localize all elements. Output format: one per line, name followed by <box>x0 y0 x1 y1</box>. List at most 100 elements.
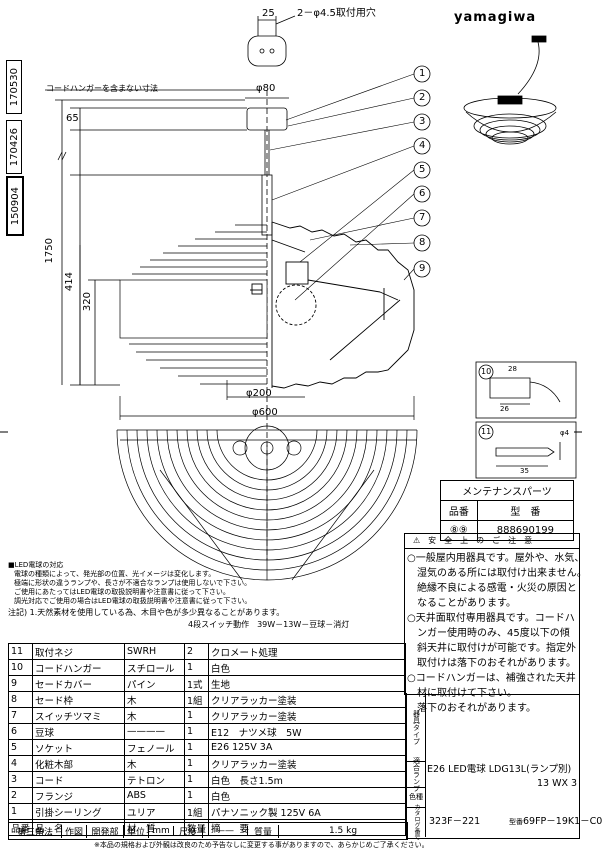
switch-note: 4段スイッチ動作 39W－13W－豆球－消灯 <box>188 620 350 629</box>
parts-cell-mat: スチロール <box>124 659 186 676</box>
callout-6: 6 <box>419 188 426 199</box>
cord-note: コードハンガーを含まない寸法 <box>46 84 158 93</box>
parts-cell-name: セード枠 <box>32 691 126 708</box>
parts-cell-name: フランジ <box>32 787 126 804</box>
parts-cell-name: 化粧木部 <box>32 755 126 772</box>
footer-drawn: 作図 <box>62 824 87 838</box>
dim-26: 26 <box>500 405 509 413</box>
parts-cell-qty: 1 <box>184 707 210 724</box>
parts-cell-qty: 1 <box>184 787 210 804</box>
mounting-holes-dim: 2－φ4.5取付用穴 <box>297 8 376 19</box>
caution-line: ○一般屋内用器具です。屋外や、水気、 <box>407 553 585 564</box>
callout-5: 5 <box>419 164 426 175</box>
parts-cell-no: 3 <box>7 771 34 788</box>
catalog-value: 323F－221 <box>429 816 481 827</box>
dim-d80: φ80 <box>256 83 276 94</box>
callout-8: 8 <box>419 237 426 248</box>
lamp-label: 適合ランプ <box>412 756 421 792</box>
parts-cell-qty: 2 <box>184 643 210 660</box>
led-note-line: 調光対応でご使用の場合はLED電球の取扱説明書や注意書に従って下さい。 <box>14 597 252 605</box>
model-label: 型番 <box>509 818 523 826</box>
parts-cell-qty: 1式 <box>184 675 210 692</box>
parts-cell-note: クリアラッカー塗装 <box>208 691 406 708</box>
caution-line: 湿気のある所には取付け出来ません。 <box>407 568 587 579</box>
dim-28: 28 <box>508 365 517 373</box>
parts-cell-no: 9 <box>7 675 34 692</box>
side-code-box: 170530 <box>6 60 22 114</box>
maintenance-col1: 品番 <box>440 500 478 521</box>
parts-cell-name: スイッチツマミ <box>32 707 126 724</box>
plan-view <box>116 425 418 581</box>
parts-cell-note: 生地 <box>208 675 406 692</box>
parts-cell-mat: フェノール <box>124 739 186 756</box>
side-code-box: 150904 <box>6 176 24 236</box>
dim-414: 414 <box>64 272 75 292</box>
parts-cell-no: 2 <box>7 787 34 804</box>
parts-cell-mat: 木 <box>124 707 186 724</box>
parts-cell-mat: ユリア <box>124 803 186 820</box>
callout-4: 4 <box>419 140 426 151</box>
parts-cell-note: クリアラッカー塗装 <box>208 707 406 724</box>
caution-line: 取付けは落下のおそれがあります。 <box>407 658 576 669</box>
parts-cell-no: 10 <box>7 659 34 676</box>
led-note-line: 極端に形状の違うランプや、長さが不適合なランプは使用しないで下さい。 <box>14 579 252 587</box>
maintenance-model-no: 888690199 <box>476 520 575 541</box>
safety-caution: ⚠ 安 全 上 の ご 注 意 ○一般屋内用器具です。屋外や、水気、 湿気のある… <box>404 533 587 714</box>
footer-projection: 第三角法 <box>9 824 62 838</box>
lamp-thumbnail <box>463 35 557 145</box>
caution-line: ○コードハンガーは、補強された天井 <box>407 673 576 684</box>
parts-cell-qty: 1 <box>184 771 210 788</box>
parts-cell-mat: SWRH <box>124 643 186 660</box>
dim-1750: 1750 <box>44 238 55 264</box>
footer-dept: 開発部 <box>87 824 124 838</box>
callout-2: 2 <box>419 92 426 103</box>
caution-title: ⚠ 安 全 上 の ご 注 意 <box>405 534 579 549</box>
led-note-title: ■LED電球の対応 <box>8 561 64 569</box>
footer-unit: 単位 <box>124 824 149 838</box>
detail-10-label: 10 <box>481 367 492 376</box>
callout-3: 3 <box>419 116 426 127</box>
parts-cell-name: コードハンガー <box>32 659 126 676</box>
parts-cell-name: 取付ネジ <box>32 643 126 660</box>
parts-cell-mat: ———— <box>124 723 186 740</box>
dim-d600: φ600 <box>252 407 278 418</box>
footer-mm: mm <box>149 826 174 836</box>
color-label: 色種 <box>409 792 423 801</box>
parts-cell-qty: 1 <box>184 659 210 676</box>
dim-35: 35 <box>520 467 529 475</box>
parts-cell-note: 白色 <box>208 787 406 804</box>
parts-cell-qty: 1組 <box>184 803 210 820</box>
caution-line: ○天井面取付専用器具です。コードハ <box>407 613 575 624</box>
maintenance-col2: 型 番 <box>476 500 575 521</box>
dim-phi4: φ4 <box>560 429 570 437</box>
maintenance-title: メンテナンスパーツ <box>440 480 574 501</box>
parts-cell-qty: 1 <box>184 755 210 772</box>
caution-line: なることがあります。 <box>407 598 516 609</box>
callout-9: 9 <box>419 263 426 274</box>
parts-cell-note: パナソニック製 125V 6A <box>208 803 406 820</box>
footer-row: 第三角法 作図 開発部 単位 mm 尺度 —— 質量 1.5 kg <box>8 822 408 840</box>
callout-7: 7 <box>419 212 426 223</box>
footer-scale: 尺度 <box>174 824 203 838</box>
right-panel: 器具タイプ 適合ランプ E26 LED電球 LDG13L(ランプ別) 13 WX… <box>406 693 602 840</box>
footer-mass: 質量 <box>248 824 279 838</box>
parts-cell-note: 白色 <box>208 659 406 676</box>
disclaimer: ※本品の規格および外観は改良のため予告なしに変更する事がありますので、あらかじめ… <box>94 841 429 849</box>
parts-cell-mat: テトロン <box>124 771 186 788</box>
caution-line: 材に取付けて下さい。 <box>407 688 517 699</box>
header-note: 摘 要 <box>208 819 406 836</box>
lamp-value: E26 LED電球 LDG13L(ランプ別) <box>427 764 572 775</box>
parts-cell-note: 白色 長さ1.5m <box>208 771 406 788</box>
parts-cell-mat: 木 <box>124 691 186 708</box>
caution-line: ンガー使用時のみ、45度以下の傾 <box>407 628 570 639</box>
parts-cell-mat: 木 <box>124 755 186 772</box>
dim-65: 65 <box>66 113 79 124</box>
led-note: ■LED電球の対応 電球の種類によって、発光部の位置、光イメージは変化します。 … <box>8 562 400 629</box>
caution-line: 斜天井に取付けが可能です。指定外 <box>407 643 576 654</box>
